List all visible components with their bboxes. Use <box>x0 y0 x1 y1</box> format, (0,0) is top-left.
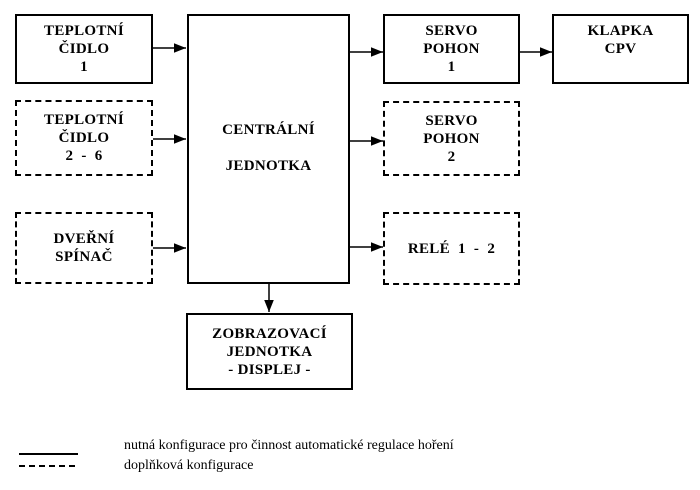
block-label-line: TEPLOTNÍ <box>44 112 124 128</box>
block-servo-pohon-2: SERVO POHON 2 <box>383 101 520 176</box>
block-label-line: KLAPKA <box>587 23 654 39</box>
block-label-line: JEDNOTKA <box>226 343 313 360</box>
block-dverni-spinac: DVEŘNÍ SPÍNAČ <box>15 212 153 284</box>
block-centralni-jednotka: CENTRÁLNÍ JEDNOTKA <box>187 14 350 284</box>
block-label-line: JEDNOTKA <box>225 158 312 174</box>
legend-solid-label: nutná konfigurace pro činnost automatick… <box>124 438 454 453</box>
block-label-line: CPV <box>604 41 637 57</box>
block-label-line: ČIDLO <box>58 41 110 57</box>
block-klapka-cpv: KLAPKA CPV <box>552 14 689 84</box>
block-label-line: TEPLOTNÍ <box>44 23 124 39</box>
block-rele-1-2: RELÉ 1 - 2 <box>383 212 520 285</box>
block-label-line: 1 <box>80 59 88 75</box>
block-label-line: 2 <box>447 148 456 165</box>
block-label-line: RELÉ 1 - 2 <box>407 240 496 257</box>
block-zobrazovaci-jednotka: ZOBRAZOVACÍ JEDNOTKA - DISPLEJ - <box>186 313 353 390</box>
block-label-line: DVEŘNÍ <box>53 231 115 247</box>
block-label-line: SPÍNAČ <box>55 249 113 265</box>
block-label-line: 2 - 6 <box>65 148 103 164</box>
block-label-line: POHON <box>423 41 480 57</box>
block-label-line: ZOBRAZOVACÍ <box>212 325 327 342</box>
legend-dashed-label: doplňková konfigurace <box>124 458 254 473</box>
block-label-line: - DISPLEJ - <box>228 361 311 378</box>
block-label-line: CENTRÁLNÍ <box>222 122 315 138</box>
block-teplotni-cidlo-1: TEPLOTNÍ ČIDLO 1 <box>15 14 153 84</box>
block-label-line: SERVO <box>425 112 478 129</box>
block-label-line: ČIDLO <box>58 130 110 146</box>
block-label-line: SERVO <box>425 23 478 39</box>
block-label-line: 1 <box>447 59 456 75</box>
block-servo-pohon-1: SERVO POHON 1 <box>383 14 520 84</box>
block-teplotni-cidlo-2-6: TEPLOTNÍ ČIDLO 2 - 6 <box>15 100 153 176</box>
block-label-line: POHON <box>423 130 480 147</box>
